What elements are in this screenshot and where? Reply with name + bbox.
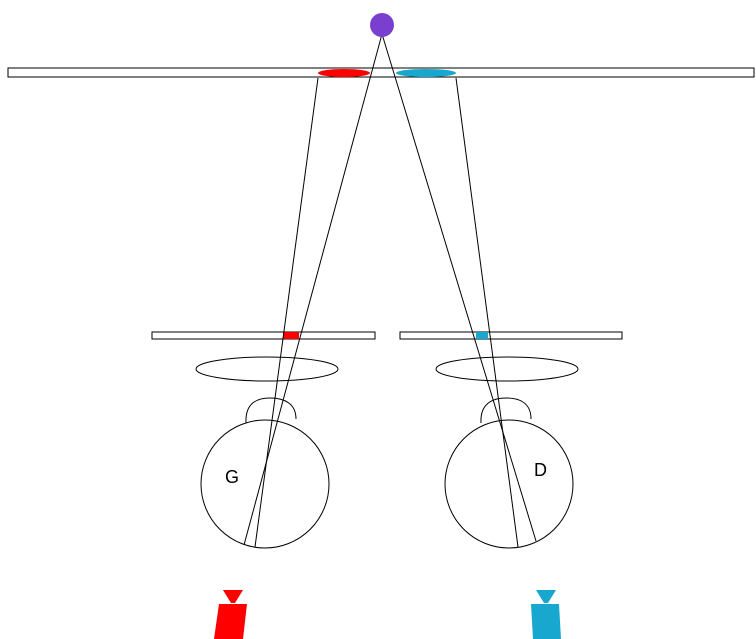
left-eye-globe — [200, 419, 330, 549]
blue-filter-cap — [536, 590, 556, 603]
red-filter-icon — [214, 590, 247, 639]
ray-left-object — [243, 33, 383, 546]
blue-filter-body — [531, 604, 561, 639]
screen-plane — [7, 67, 755, 78]
screen-blue-projection — [396, 69, 456, 77]
left-eye-cornea — [245, 397, 297, 424]
left-filter-mark — [283, 332, 299, 339]
ray-left-screen — [254, 77, 319, 548]
right-filter-plane — [399, 331, 623, 340]
blue-filter-icon — [531, 590, 561, 639]
right-lens — [435, 356, 579, 382]
left-filter-plane — [151, 331, 376, 340]
left-lens — [195, 356, 339, 382]
right-eye-globe — [444, 419, 574, 549]
red-filter-body — [214, 604, 247, 639]
left-eye-label: G — [225, 467, 239, 487]
ray-right-screen — [455, 77, 519, 548]
point-object-icon — [370, 13, 394, 37]
right-filter-mark — [476, 332, 488, 339]
right-eye-label: D — [534, 460, 547, 480]
ray-lines — [243, 33, 537, 548]
screen-red-projection — [318, 69, 370, 77]
ray-right-object — [381, 33, 537, 542]
right-eye — [444, 397, 574, 549]
left-eye — [200, 397, 330, 549]
right-eye-cornea — [480, 397, 532, 424]
red-filter-cap — [223, 590, 243, 603]
